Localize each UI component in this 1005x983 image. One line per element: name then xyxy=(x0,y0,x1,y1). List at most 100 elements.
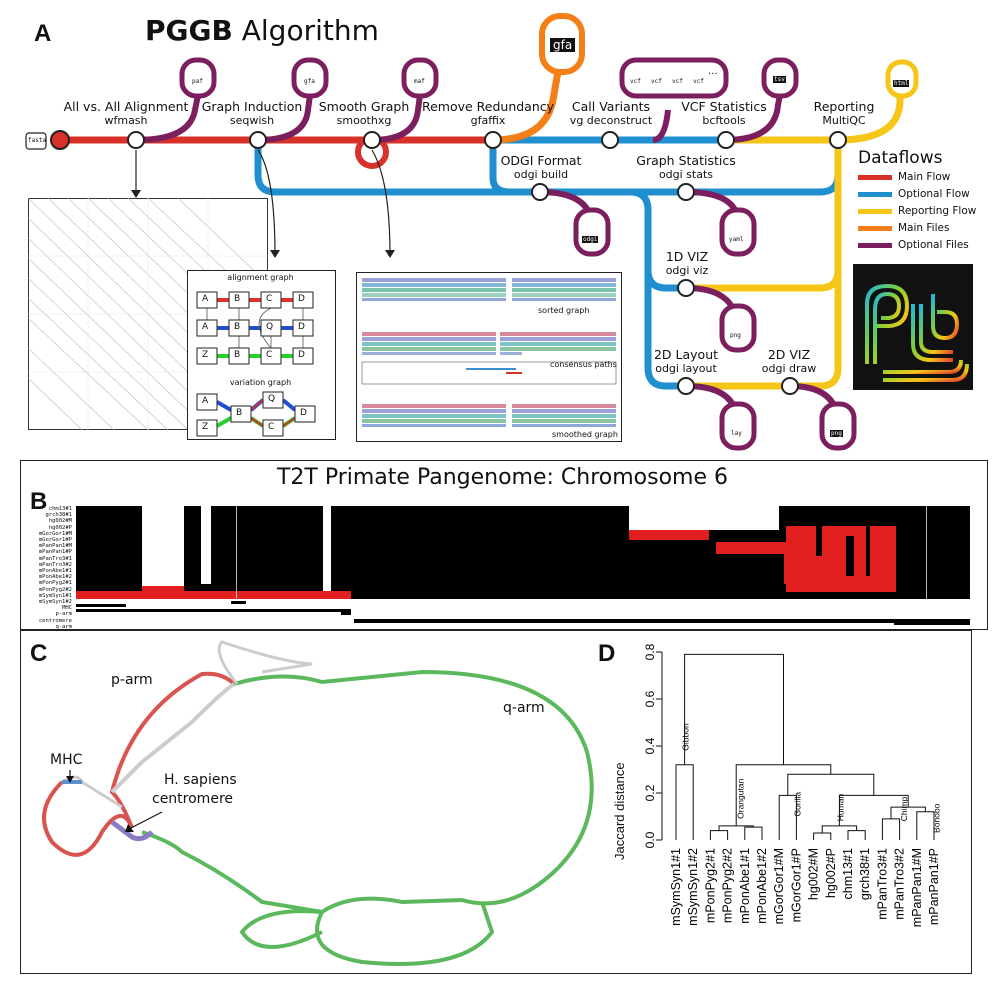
panel-c-d-frame xyxy=(20,630,972,974)
leaf-label: chm13#1 xyxy=(841,848,855,899)
dendrogram-branch xyxy=(813,832,832,840)
leaf-label: mGorGor1#M xyxy=(772,848,786,924)
label-centromere: centromere xyxy=(152,791,233,807)
panel-label-c: C xyxy=(30,640,48,667)
viz-label-smoothed: smoothed graph xyxy=(552,430,618,439)
node-label: Z xyxy=(202,350,209,360)
label-p-arm: p-arm xyxy=(111,672,153,688)
dendrogram-branch xyxy=(744,826,763,840)
dendrogram-branch xyxy=(821,825,858,833)
clade-label: Orangutan xyxy=(736,778,746,818)
y-tick-label: 0.0 xyxy=(643,831,657,848)
leaf-label: mSymSyn1#1 xyxy=(669,848,683,926)
dendrogram-branch xyxy=(718,825,754,831)
label-q-arm: q-arm xyxy=(503,700,545,716)
optional-flow-line-2 xyxy=(644,270,686,390)
start-node xyxy=(50,130,70,150)
var-node-label: Q xyxy=(268,394,276,404)
vcf-label-2: vcf xyxy=(651,78,662,85)
node-label: Q xyxy=(266,322,274,332)
leaf-label: mGorGor1#P xyxy=(789,848,803,922)
y-tick-label: 0.6 xyxy=(643,690,657,707)
clade-label: Bonobo xyxy=(932,803,942,833)
var-node-label: Z xyxy=(202,422,209,432)
leaf-label: mPanPan1#P xyxy=(927,848,941,925)
var-node-label: C xyxy=(268,422,275,432)
var-node-label: A xyxy=(202,396,209,406)
legend-swatch xyxy=(858,208,892,214)
node-label: D xyxy=(298,350,305,360)
y-tick-label: 0.8 xyxy=(643,643,657,660)
vcf-ellipsis: ... xyxy=(708,66,718,77)
panel-c-layout xyxy=(42,640,594,966)
viz-label-sorted: sorted graph xyxy=(538,306,590,315)
leaf-label: mPonAbe1#1 xyxy=(738,848,752,924)
dendrogram-branch xyxy=(675,764,694,840)
legend-optional-flow: Optional Flow xyxy=(858,187,970,201)
node-label: C xyxy=(266,350,273,360)
leaf-label: mPanPan1#M xyxy=(910,848,924,927)
node-label: D xyxy=(298,294,305,304)
legend-main-flow: Main Flow xyxy=(858,170,950,184)
panel-label-d: D xyxy=(598,640,616,667)
legend-optional-files: Optional Files xyxy=(858,238,969,252)
vcf-label-1: vcf xyxy=(630,78,641,85)
node-label: B xyxy=(234,294,241,304)
viz-label-consensus: consensus paths xyxy=(550,360,617,369)
tsv-label: tsv xyxy=(773,76,786,83)
leaf-label: mPonPyg2#2 xyxy=(721,848,735,923)
file-badges xyxy=(179,13,919,451)
png-label-2: png xyxy=(830,430,843,437)
title-bold: PGGB xyxy=(145,14,233,47)
clade-label: Gorilla xyxy=(792,792,802,817)
png-label-1: png xyxy=(730,332,741,339)
alignment-graph xyxy=(196,291,316,437)
node-label: C xyxy=(266,294,273,304)
y-tick-label: 0.2 xyxy=(643,784,657,801)
node-label: B xyxy=(234,350,241,360)
gfa-main-label: gfa xyxy=(550,38,576,52)
variation-graph-title: variation graph xyxy=(229,378,292,387)
legend-main-files: Main Files xyxy=(858,221,949,235)
clade-label: Human xyxy=(835,794,845,822)
pipeline-diagram xyxy=(25,13,919,451)
legend-reporting-flow: Reporting Flow xyxy=(858,204,976,218)
leaf-label: mPanTro3#2 xyxy=(893,848,907,920)
leaf-label: hg002#M xyxy=(807,848,821,900)
viz-box xyxy=(356,272,622,442)
gfa-small-label: gfa xyxy=(304,78,315,85)
vcf-label-4: vcf xyxy=(693,78,704,85)
fasta-label: fasta xyxy=(28,137,47,144)
y-tick-label: 0.4 xyxy=(643,737,657,754)
dendrogram-branch xyxy=(684,653,784,765)
node-label: A xyxy=(202,294,209,304)
main-file-line xyxy=(492,59,564,144)
reporting-flow-3 xyxy=(686,270,842,390)
step-nodes xyxy=(127,131,847,395)
legend-swatch xyxy=(858,191,892,197)
legend-swatch xyxy=(858,225,892,231)
var-node-label: D xyxy=(300,408,307,418)
dendrogram-branch xyxy=(838,794,909,826)
dendrogram-branch xyxy=(847,830,866,840)
dendrogram-branch xyxy=(709,830,729,840)
legend-swatch xyxy=(858,174,892,180)
clade-label: Gibbon xyxy=(681,723,691,751)
dendrogram-branch xyxy=(881,818,901,840)
label-mhc: MHC xyxy=(50,752,83,768)
fasta-doc xyxy=(25,132,47,150)
title-rest: Algorithm xyxy=(241,14,379,47)
